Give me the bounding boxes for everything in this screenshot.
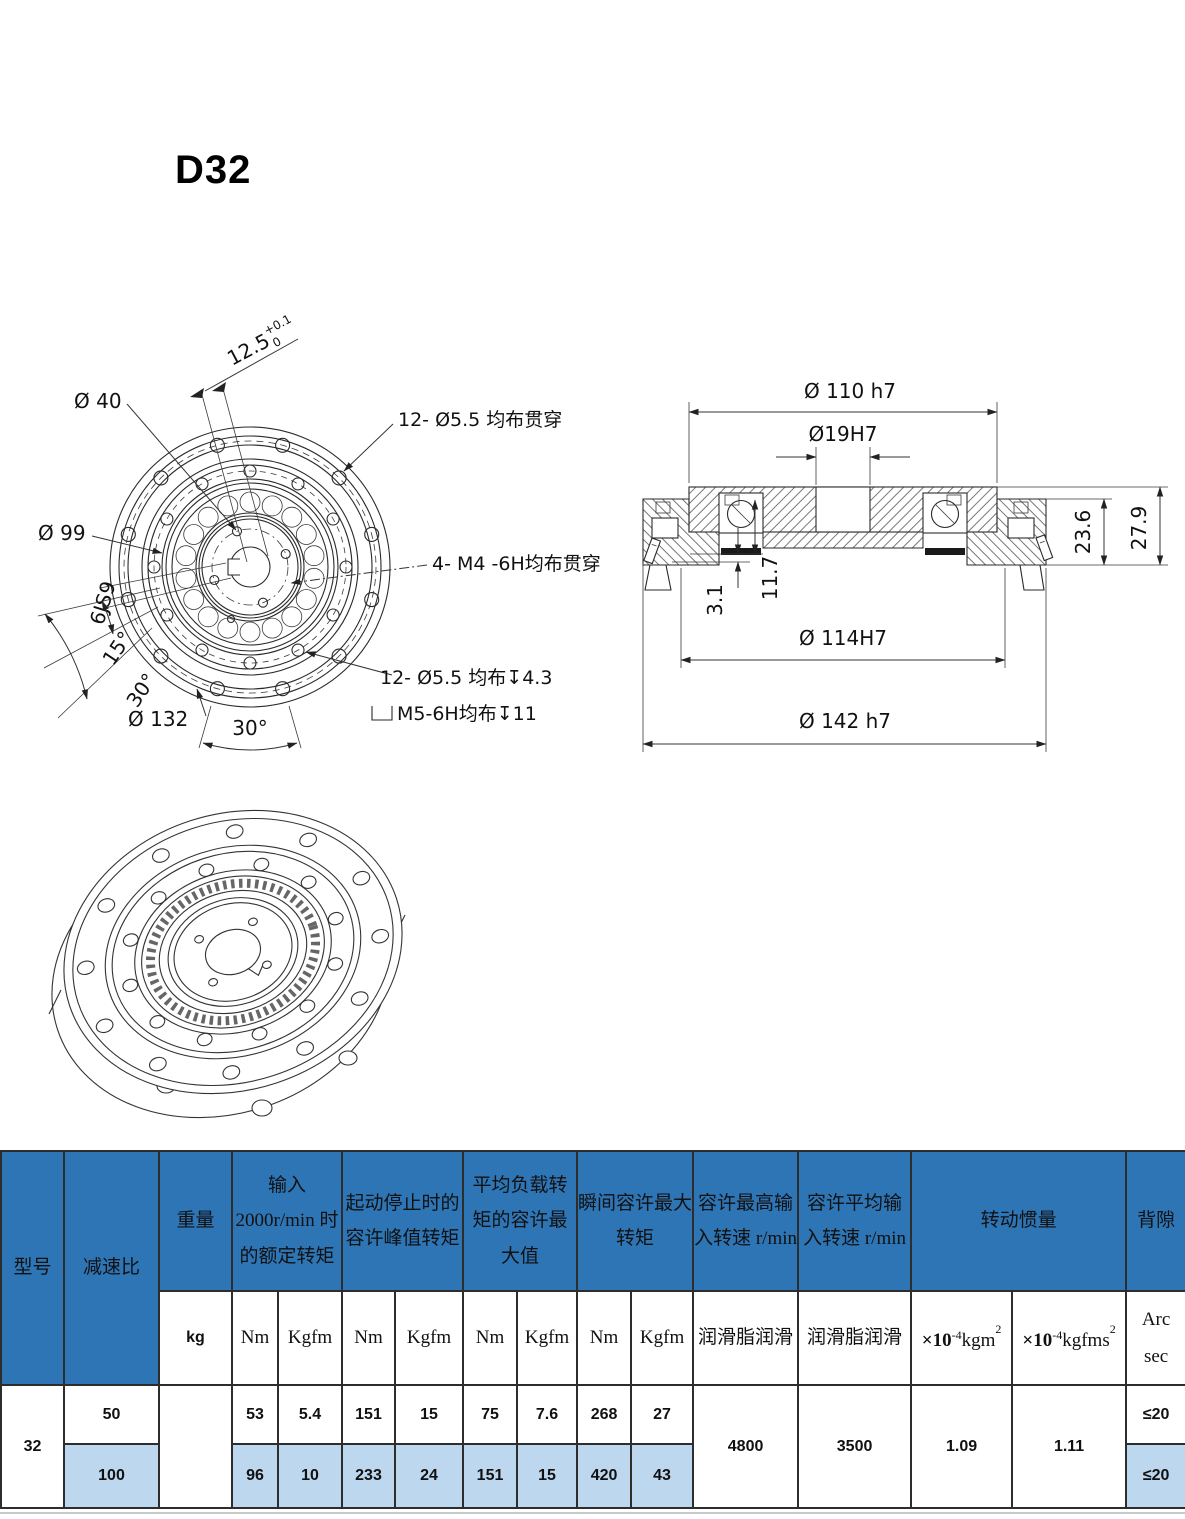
counterbore-icon: [371, 706, 393, 721]
unit-nm: Nm: [576, 1290, 633, 1386]
front-note-through-holes: 12- Ø5.5 均布贯穿: [398, 409, 562, 431]
bearing-balls: [175, 491, 325, 643]
header-rated-torque: 输入2000r/min 时的额定转矩: [230, 1150, 344, 1292]
front-note-counterbore-holes: 12- Ø5.5 均布↧4.3: [380, 667, 552, 689]
section-view-drawing: Ø 110 h7 Ø19H7 11.7 3.1 23.6 27.9: [642, 379, 1168, 752]
cell-max-kgfm-100: 43: [630, 1443, 695, 1509]
section-view-dimensions: Ø 110 h7 Ø19H7 11.7 3.1 23.6 27.9: [642, 379, 1168, 752]
cell-inertia-kgfms: 1.11: [1011, 1384, 1128, 1509]
front-view-drawing: Ø 40 12.5 +0.1 0 Ø 99 6JS9: [37, 312, 601, 751]
unit-grease-avg: 润滑脂润滑: [797, 1290, 913, 1386]
section-dim-dia110: Ø 110 h7: [804, 379, 896, 403]
cell-weight: [158, 1384, 233, 1509]
section-dim-11-7: 11.7: [758, 556, 782, 601]
cell-rated-nm-100: 96: [231, 1443, 279, 1509]
header-weight: 重量: [158, 1150, 233, 1292]
cell-ratio-100: 100: [63, 1443, 160, 1509]
cell-max-nm-100: 420: [576, 1443, 633, 1509]
section-dim-dia19: Ø19H7: [809, 422, 878, 446]
unit-nm: Nm: [231, 1290, 279, 1386]
cell-avg-nm-50: 75: [462, 1384, 519, 1445]
screw-left: [643, 537, 662, 565]
page-title: D32: [175, 148, 252, 192]
screw-right: [1035, 534, 1054, 562]
cell-rated-kgfm-100: 10: [276, 1443, 344, 1509]
cell-avg-nm-100: 151: [462, 1443, 519, 1509]
cell-avg-speed: 3500: [797, 1384, 913, 1509]
front-dim-dia99: Ø 99: [38, 521, 86, 545]
unit-nm: Nm: [462, 1290, 519, 1386]
section-dim-dia114: Ø 114H7: [799, 626, 887, 650]
unit-grease-max: 润滑脂润滑: [692, 1290, 800, 1386]
front-view-dimensions: Ø 40 12.5 +0.1 0 Ø 99 6JS9: [37, 312, 601, 751]
section-dim-3-1: 3.1: [703, 584, 727, 616]
front-dim-12-5: 12.5 +0.1 0: [223, 312, 294, 371]
unit-kgfm: Kgfm: [630, 1290, 695, 1386]
front-dim-15deg: 15°: [97, 627, 137, 670]
header-row: 型号 减速比 重量 输入2000r/min 时的额定转矩 起动停止时的容许峰值转…: [0, 1150, 1185, 1386]
header-model: 型号: [0, 1150, 65, 1386]
header-inertia: 转动惯量: [910, 1150, 1128, 1292]
cell-ratio-50: 50: [63, 1384, 160, 1445]
foot-right: [1019, 564, 1045, 591]
header-momentary-torque: 瞬间容许最大转矩: [576, 1150, 695, 1292]
m4-holes: [209, 526, 291, 608]
unit-inertia-kgm: ×10-4kgm2: [910, 1290, 1014, 1386]
data-row-50: 32 50 53 5.4 151 15 75 7.6 268 27 4800 3…: [0, 1384, 1185, 1509]
outer-bolt-holes: [120, 437, 380, 697]
svg-text:+0.1: +0.1: [261, 312, 293, 338]
section-dim-dia142: Ø 142 h7: [799, 709, 891, 733]
seal-right: [925, 548, 965, 555]
isometric-view-drawing: [48, 809, 406, 1119]
iso-outer-holes: [76, 824, 390, 1080]
header-max-input-speed: 容许最高输入转速 r/min: [692, 1150, 800, 1292]
cell-rated-kgfm-50: 5.4: [276, 1384, 344, 1445]
header-backlash: 背隙: [1125, 1150, 1185, 1292]
bearing-right: [922, 492, 968, 534]
unit-kgfm: Kgfm: [516, 1290, 579, 1386]
section-dim-23-6: 23.6: [1071, 510, 1095, 555]
cell-avg-kgfm-100: 15: [516, 1443, 579, 1509]
front-dim-dia132: Ø 132: [128, 707, 188, 731]
technical-drawings: Ø 40 12.5 +0.1 0 Ø 99 6JS9: [37, 312, 1168, 1119]
cell-max-nm-50: 268: [576, 1384, 633, 1445]
front-note-tapped-holes: 4- M4 -6H均布贯穿: [432, 553, 601, 575]
counterbore-holes: [147, 464, 353, 670]
cell-max-kgfm-50: 27: [630, 1384, 695, 1445]
cell-peak-kgfm-100: 24: [394, 1443, 465, 1509]
foot-left: [644, 564, 672, 591]
data-row-100: 100 96 10 233 24 151 15 420 43 ≤20: [1, 1443, 1185, 1509]
cell-rated-nm-50: 53: [231, 1384, 279, 1445]
unit-kgfm: Kgfm: [394, 1290, 465, 1386]
front-note-m5-holes: M5-6H均布↧11: [397, 703, 537, 725]
cell-peak-nm-50: 151: [341, 1384, 397, 1445]
header-ratio: 减速比: [63, 1150, 160, 1386]
unit-inertia-kgfms: ×10-4kgfms2: [1011, 1290, 1128, 1386]
spec-table: 型号 减速比 重量 输入2000r/min 时的额定转矩 起动停止时的容许峰值转…: [0, 1150, 1185, 1509]
units-row: kg Nm Kgfm Nm Kgfm Nm Kgfm Nm Kgfm 润滑脂润滑…: [1, 1290, 1185, 1386]
cell-peak-kgfm-50: 15: [394, 1384, 465, 1445]
cell-inertia-kgm: 1.09: [910, 1384, 1014, 1509]
cell-model: 32: [0, 1384, 65, 1509]
header-startstop-torque: 起动停止时的容许峰值转矩: [341, 1150, 465, 1292]
front-dim-dia40: Ø 40: [74, 389, 122, 413]
iso-bearing-rollers: [145, 878, 321, 1026]
cell-backlash-50: ≤20: [1125, 1384, 1185, 1445]
front-dim-30deg-bottom: 30°: [232, 716, 267, 740]
header-avg-load-torque: 平均负载转矩的容许最大值: [462, 1150, 579, 1292]
unit-kg: kg: [158, 1290, 233, 1386]
cell-backlash-100: ≤20: [1125, 1443, 1185, 1509]
cell-max-speed: 4800: [692, 1384, 800, 1509]
bottom-rule: [0, 1512, 1185, 1514]
section-dim-27-9: 27.9: [1127, 506, 1151, 551]
front-dim-30deg-left: 30°: [121, 669, 161, 712]
unit-nm: Nm: [341, 1290, 397, 1386]
unit-kgfm: Kgfm: [276, 1290, 344, 1386]
cell-avg-kgfm-50: 7.6: [516, 1384, 579, 1445]
cell-peak-nm-100: 233: [341, 1443, 397, 1509]
header-avg-input-speed: 容许平均输入转速 r/min: [797, 1150, 913, 1292]
